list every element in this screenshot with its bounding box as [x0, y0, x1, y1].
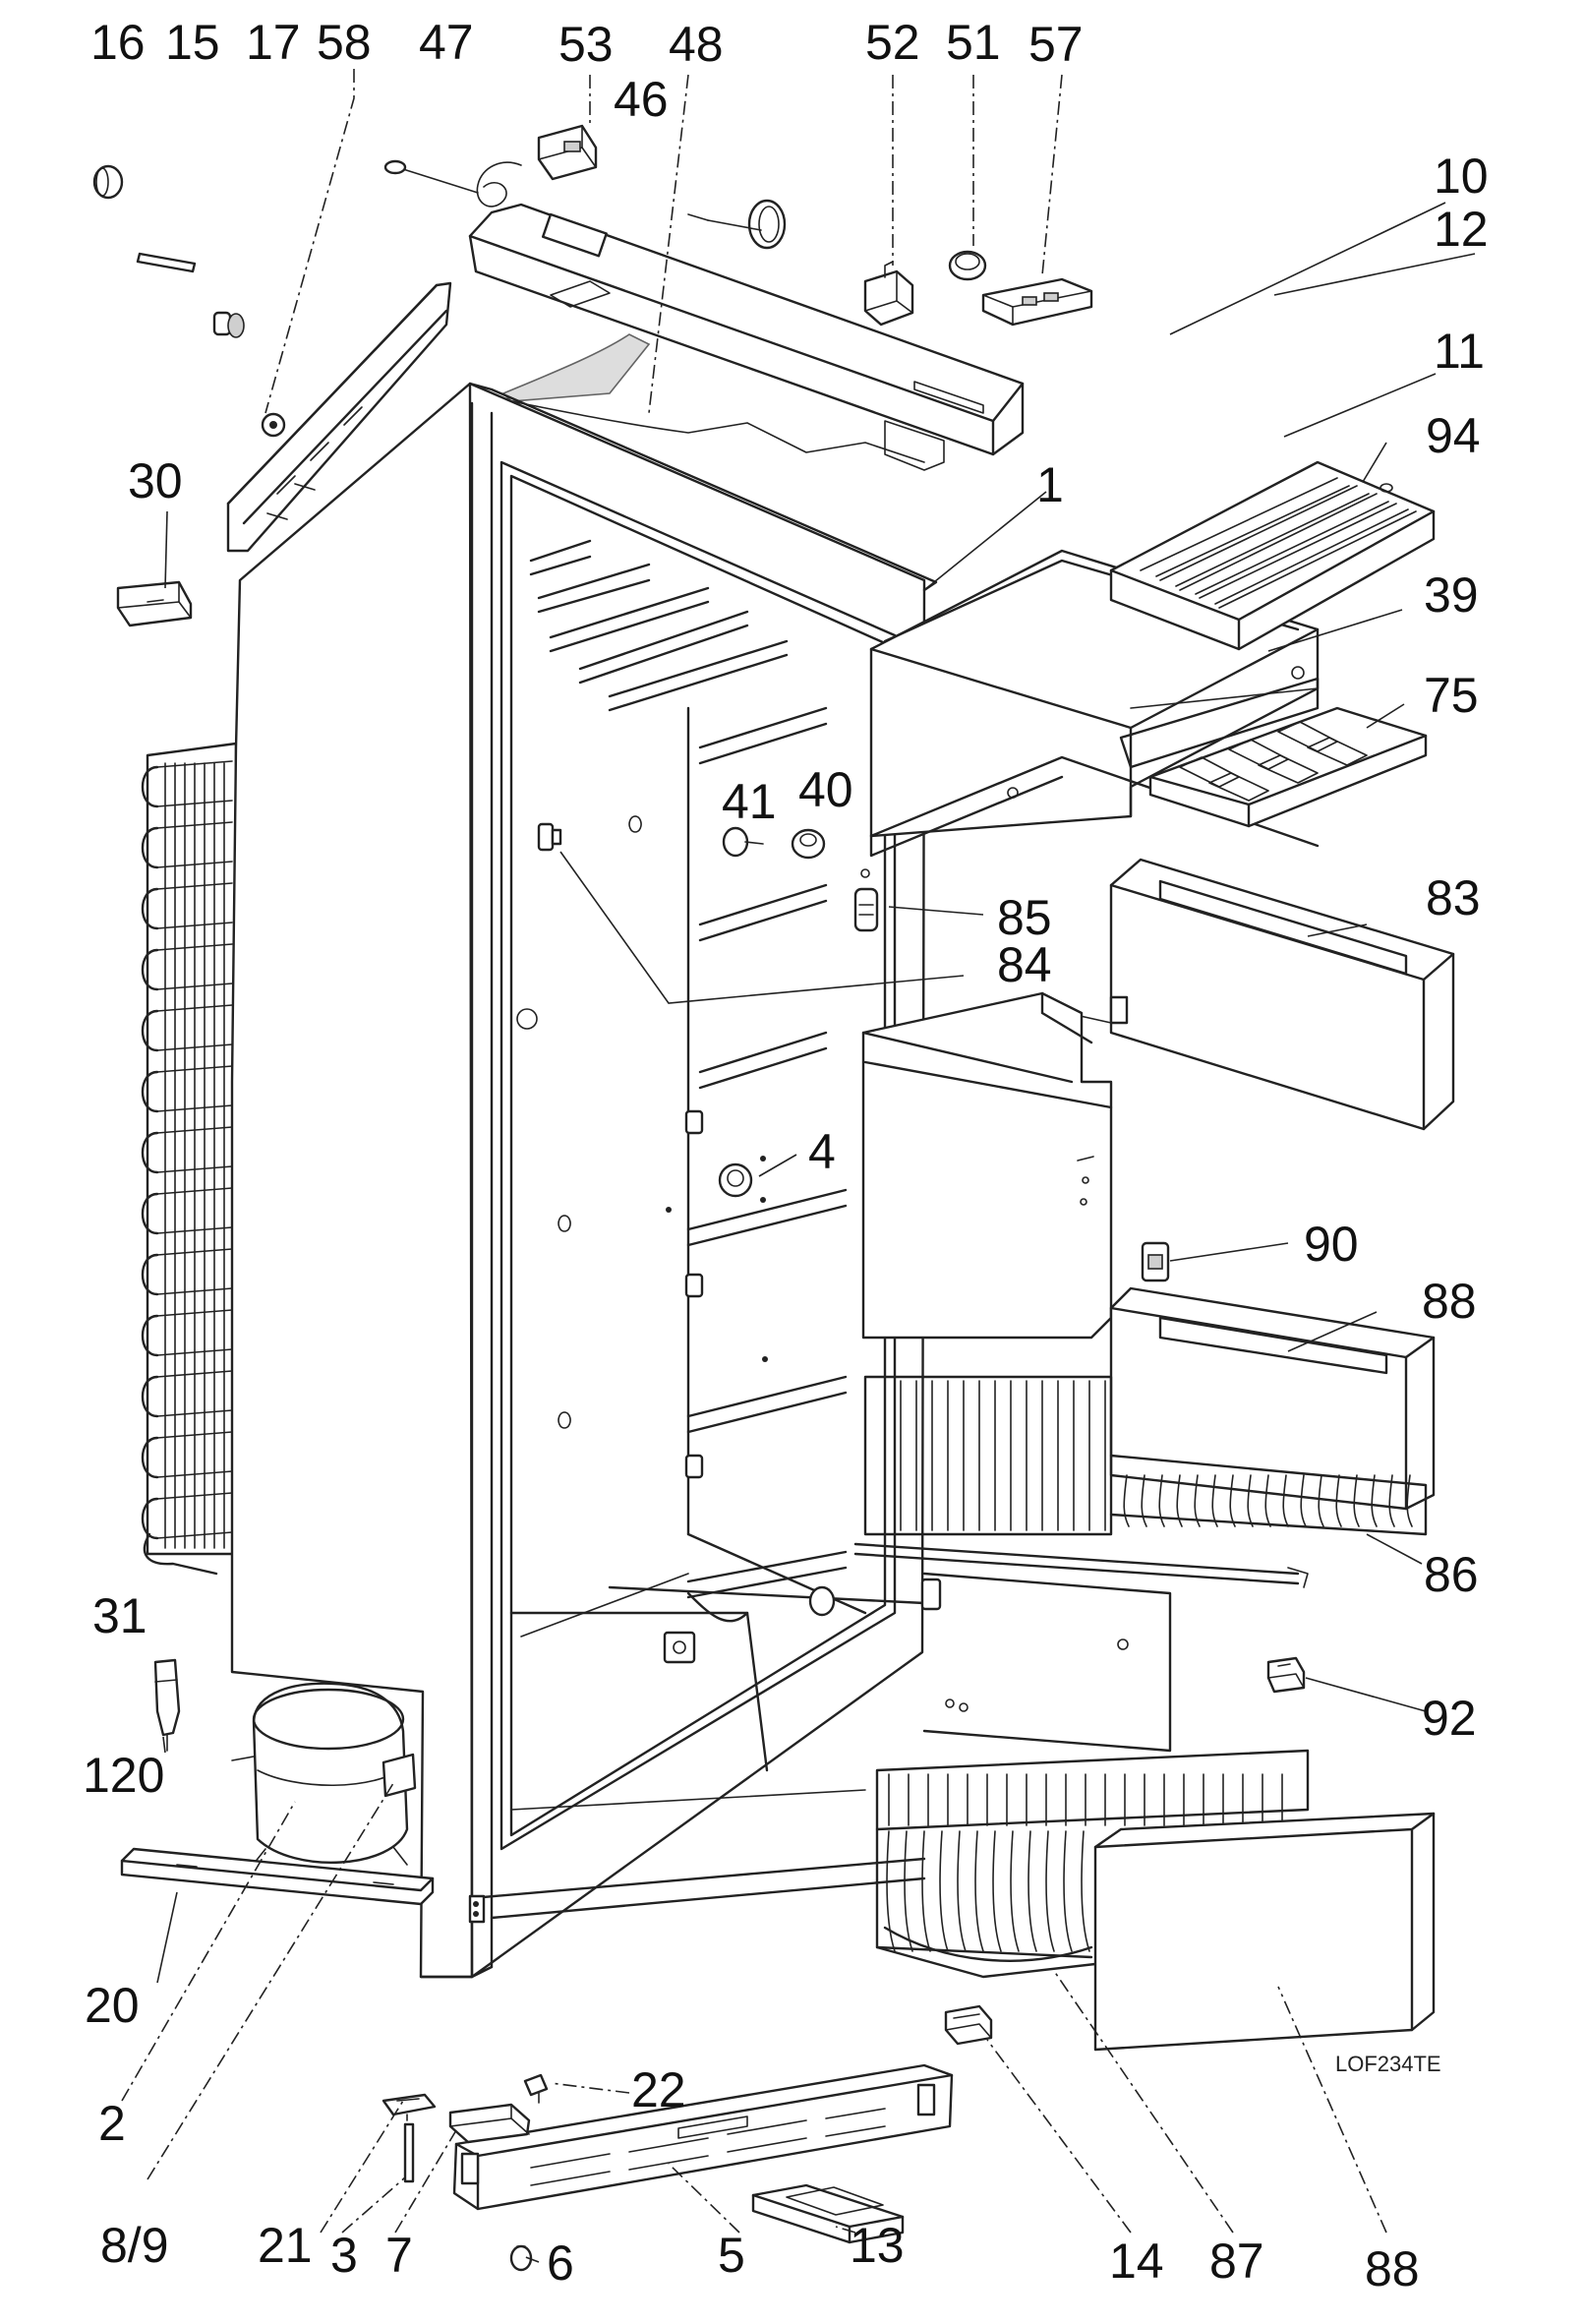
part-4-sensor — [718, 1162, 753, 1198]
part-52-switch — [863, 261, 914, 327]
part-31-condenser — [141, 742, 238, 1576]
part-53-thermostat — [383, 124, 598, 208]
part-7-hinge — [448, 2103, 531, 2144]
part-75-ice-cube-tray — [1148, 706, 1428, 828]
part-21-hinge — [382, 2093, 437, 2121]
callout-labels: 16 15 17 58 47 53 48 52 51 57 46 10 12 1… — [83, 15, 1489, 2296]
part-48-foam-insulation — [501, 333, 925, 463]
part-6-foot — [509, 2244, 533, 2272]
callout-17: 17 — [246, 15, 301, 70]
callout-8-9: 8/9 — [100, 2218, 169, 2273]
callout-14: 14 — [1109, 2234, 1164, 2289]
callout-16: 16 — [90, 15, 146, 70]
part-14-roller — [944, 2004, 993, 2046]
callout-48: 48 — [669, 17, 724, 72]
part-30-bracket — [116, 580, 193, 627]
callout-87: 87 — [1209, 2234, 1264, 2289]
callout-84: 84 — [997, 937, 1052, 992]
callout-86: 86 — [1424, 1547, 1479, 1602]
part-94-ice-tray — [1109, 460, 1436, 651]
part-2-compressor — [231, 1682, 417, 1870]
part-84-plug — [537, 822, 562, 852]
part-85-clip — [853, 868, 879, 932]
callout-1: 1 — [1036, 457, 1064, 512]
callout-57: 57 — [1028, 17, 1084, 72]
part-92-lamp — [1266, 1656, 1306, 1694]
callout-88-crisper: 88 — [1422, 1274, 1477, 1329]
part-86-wire-basket — [853, 1375, 1428, 1588]
part-22-screw — [523, 2073, 549, 2104]
callout-85: 85 — [997, 890, 1052, 945]
part-15-pin — [136, 252, 197, 273]
part-88-crisper-lid — [1109, 1286, 1436, 1511]
part-47-top-rail — [226, 281, 452, 553]
callout-58: 58 — [317, 15, 372, 70]
part-41-knob — [722, 826, 764, 858]
leader-lines — [121, 69, 1476, 2263]
part-83-freezer-flap — [1022, 858, 1455, 1131]
callout-20: 20 — [85, 1978, 140, 2033]
callout-13: 13 — [850, 2218, 905, 2273]
part-51-knob — [948, 250, 987, 281]
callout-3: 3 — [330, 2228, 358, 2283]
callout-120: 120 — [83, 1748, 164, 1803]
callout-10: 10 — [1434, 149, 1489, 204]
callout-6: 6 — [547, 2235, 574, 2291]
callout-88-drawer: 88 — [1365, 2241, 1420, 2296]
callout-30: 30 — [128, 453, 183, 508]
callout-22: 22 — [631, 2062, 686, 2117]
callout-12: 12 — [1434, 202, 1489, 257]
callout-47: 47 — [419, 15, 474, 70]
callout-41: 41 — [722, 774, 777, 829]
callout-40: 40 — [798, 762, 853, 817]
part-58-grommet — [261, 412, 286, 438]
callout-94: 94 — [1426, 408, 1481, 463]
part-20-base-rail — [120, 1847, 435, 1906]
part-13-foot-bracket — [751, 2183, 905, 2244]
callout-75: 75 — [1424, 668, 1479, 723]
callout-92: 92 — [1422, 1691, 1477, 1746]
part-90-switch — [1141, 1241, 1170, 1282]
callout-21: 21 — [258, 2218, 313, 2273]
part-87-lower-basket — [875, 1749, 1310, 1979]
part-16-knob — [92, 164, 124, 200]
part-5-kick-plate — [452, 2063, 954, 2211]
part-40-knob — [791, 828, 826, 860]
callout-39: 39 — [1424, 567, 1479, 623]
callout-52: 52 — [865, 15, 920, 70]
part-evaporator-compartment — [861, 991, 1113, 1340]
callout-31: 31 — [92, 1588, 147, 1643]
callout-51: 51 — [946, 15, 1001, 70]
callout-11: 11 — [1434, 324, 1485, 379]
part-120-relay — [153, 1658, 181, 1752]
callout-4: 4 — [808, 1124, 836, 1179]
callout-83: 83 — [1426, 870, 1481, 925]
part-46-control-panel — [468, 199, 1025, 471]
callout-46: 46 — [614, 72, 669, 127]
part-57-lamp-cover — [981, 277, 1093, 327]
callout-53: 53 — [558, 17, 614, 72]
part-1-cabinet — [230, 382, 1172, 1979]
part-17-lamp-holder — [212, 311, 245, 338]
callout-5: 5 — [718, 2228, 745, 2283]
part-88-drawer-front — [1093, 1812, 1436, 2052]
callout-90: 90 — [1304, 1217, 1359, 1272]
callout-15: 15 — [165, 15, 220, 70]
callout-7: 7 — [385, 2228, 413, 2283]
callout-2: 2 — [98, 2096, 126, 2151]
part-3-hinge-pin — [403, 2122, 415, 2183]
drawing-reference: LOF234TE — [1335, 2052, 1441, 2076]
